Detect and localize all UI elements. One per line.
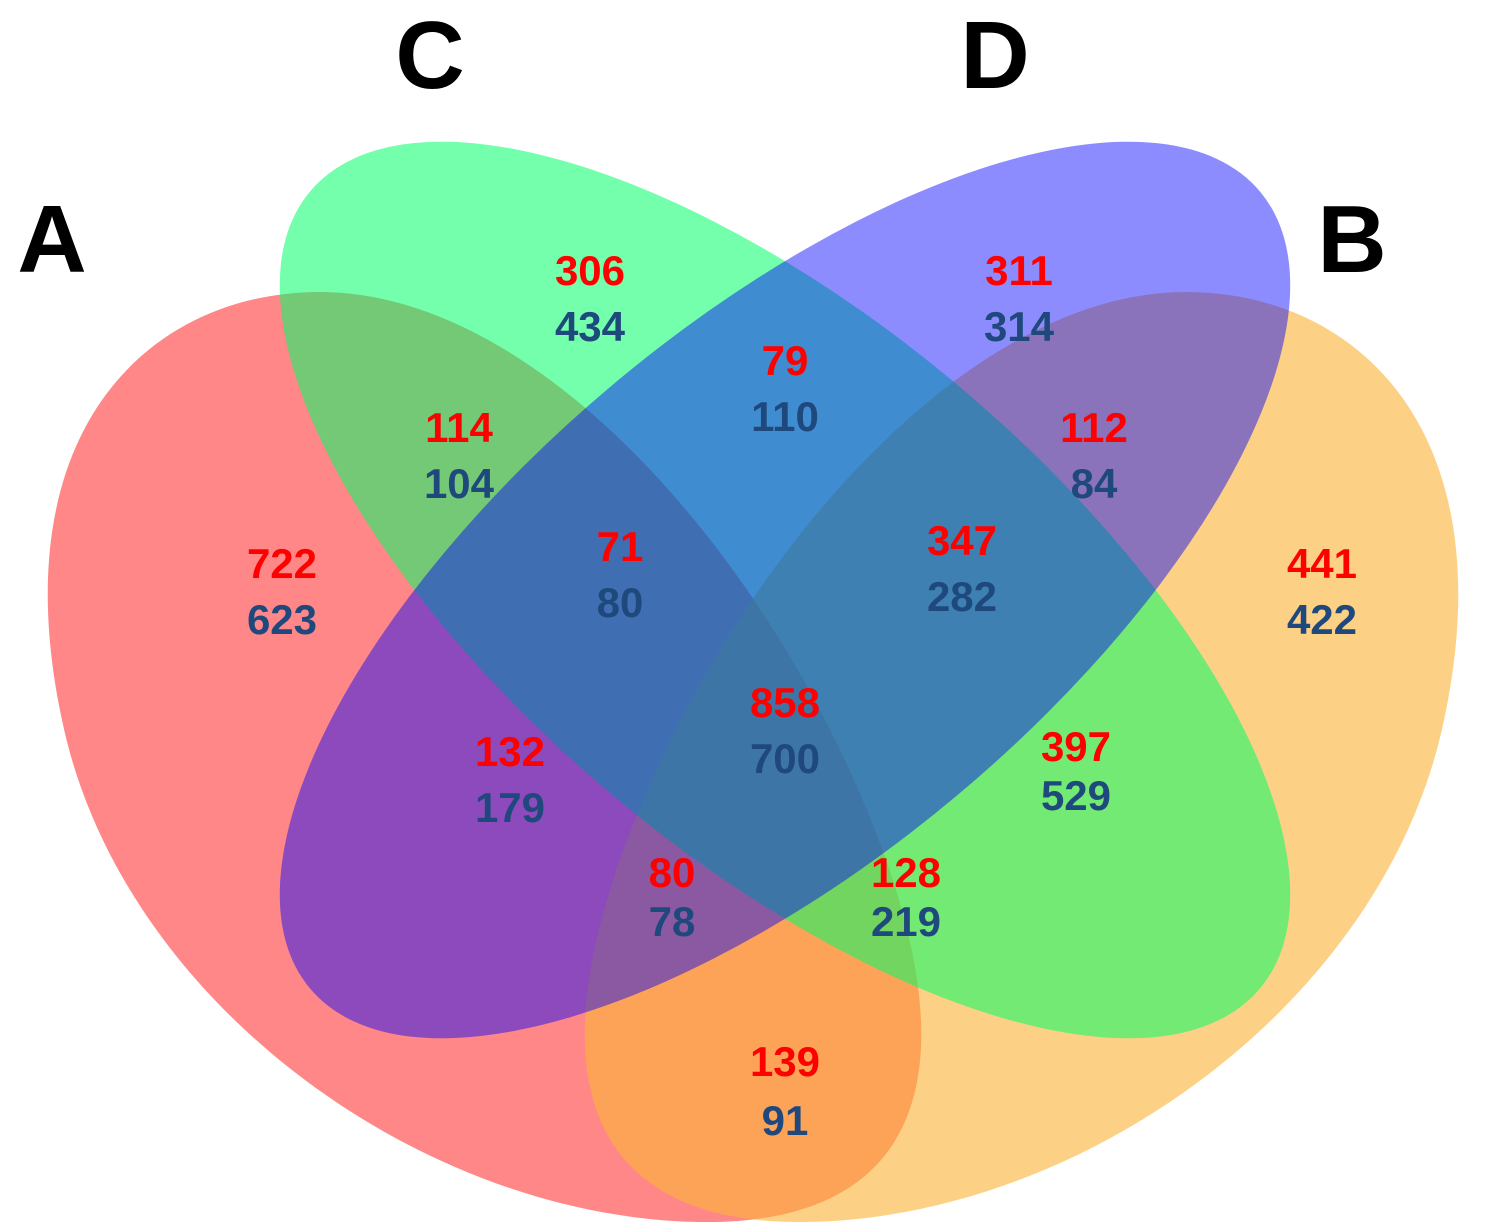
region-count-top: 79 [762, 337, 809, 384]
region-a-c-b: 128 219 [871, 849, 941, 945]
set-d-ellipse [279, 141, 1291, 1039]
region-count-top: 722 [247, 540, 317, 587]
region-a-b: 139 91 [750, 1038, 820, 1144]
region-count-top: 128 [871, 849, 941, 896]
region-count-top: 441 [1287, 540, 1357, 587]
region-count-bottom: 110 [751, 393, 819, 440]
region-count-top: 306 [555, 247, 625, 294]
region-count-bottom: 84 [1071, 460, 1118, 507]
region-count-bottom: 422 [1287, 596, 1357, 643]
region-a-d: 132 179 [475, 728, 545, 831]
region-count-bottom: 282 [927, 573, 997, 620]
region-a-d-b: 80 78 [649, 849, 696, 945]
region-c-only: 306 434 [555, 247, 626, 350]
region-count-top: 397 [1041, 723, 1111, 770]
region-count-bottom: 434 [555, 303, 626, 350]
region-count-bottom: 529 [1041, 772, 1111, 819]
region-a-c-d-b: 858 700 [750, 679, 820, 782]
region-a-only: 722 623 [247, 540, 317, 643]
set-label-b: B [1317, 186, 1386, 293]
region-c-d: 79 110 [751, 337, 819, 440]
region-count-bottom: 78 [649, 898, 696, 945]
set-label-a: A [17, 186, 86, 293]
region-count-top: 112 [1060, 404, 1128, 451]
region-count-top: 114 [425, 404, 493, 451]
region-a-c-d: 71 80 [597, 523, 644, 626]
region-count-top: 132 [475, 728, 545, 775]
region-count-top: 80 [649, 849, 696, 896]
region-count-bottom: 700 [750, 735, 820, 782]
set-c-ellipse [279, 141, 1291, 1039]
set-label-d: D [960, 2, 1029, 109]
set-label-c: C [395, 2, 464, 109]
region-count-bottom: 219 [871, 898, 941, 945]
region-count-bottom: 623 [247, 596, 317, 643]
region-count-top: 139 [750, 1038, 820, 1085]
region-count-top: 347 [927, 517, 997, 564]
region-b-only: 441 422 [1287, 540, 1357, 643]
region-c-d-b: 347 282 [927, 517, 997, 620]
region-count-bottom: 104 [424, 460, 495, 507]
region-count-bottom: 179 [475, 784, 545, 831]
region-count-bottom: 314 [984, 303, 1055, 350]
region-d-b: 112 84 [1060, 404, 1128, 507]
region-a-c: 114 104 [424, 404, 495, 507]
region-count-bottom: 91 [762, 1097, 809, 1144]
region-count-top: 311 [985, 247, 1053, 294]
region-count-top: 71 [597, 523, 644, 570]
region-count-bottom: 80 [597, 579, 644, 626]
region-count-top: 858 [750, 679, 820, 726]
region-d-only: 311 314 [984, 247, 1055, 350]
region-c-b: 397 529 [1041, 723, 1111, 819]
